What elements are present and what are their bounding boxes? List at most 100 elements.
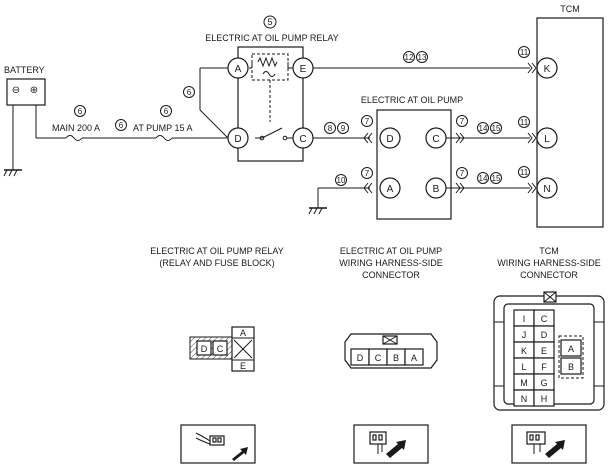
callout: 6 [115,119,127,131]
svg-text:C: C [299,134,306,145]
relay-body [237,46,304,162]
pump-connector-title: ELECTRIC AT OIL PUMP [340,246,442,256]
battery-positive-terminal: ⊕ [30,85,38,96]
pump-pin-a: A [379,177,401,199]
svg-text:7: 7 [365,169,370,178]
tcm-pin-n: N [536,177,558,199]
tcm-connector-pin-label: D [541,330,548,340]
callout: 5 [263,15,277,29]
svg-text:15: 15 [492,174,501,183]
battery-label: BATTERY [4,65,45,75]
callout: 9 [337,122,349,134]
pump-view-direction-icon [353,424,429,464]
svg-text:13: 13 [418,53,427,62]
callout: 7 [456,167,468,179]
relay-connector-pin-a: A [240,328,246,338]
svg-text:5: 5 [267,17,272,27]
callout: 12 [403,51,415,63]
svg-text:7: 7 [460,169,465,178]
svg-text:E: E [300,64,307,75]
callout: 14 [477,122,489,134]
svg-text:A: A [387,184,394,195]
pump-body [376,109,452,220]
svg-text:14: 14 [479,174,488,183]
svg-text:8: 8 [328,124,333,133]
callout: 10 [335,174,347,186]
callout: 13 [416,51,428,63]
svg-text:K: K [544,64,551,75]
relay-connector-pin-c: C [217,344,224,354]
tcm-pin-k: K [536,57,558,79]
callout: 11 [518,46,530,58]
svg-text:11: 11 [520,168,529,177]
svg-text:D: D [234,134,241,145]
pump-pin-d: D [379,127,401,149]
svg-text:12: 12 [405,53,414,62]
tcm-connector-pin-label: N [521,394,528,404]
relay: 5 ELECTRIC AT OIL PUMP RELAY A E D [205,15,339,162]
svg-text:6: 6 [187,88,192,97]
svg-text:6: 6 [78,107,83,116]
svg-text:C: C [432,134,439,145]
pump-connector-pin-c: C [375,353,382,363]
relay-pin-e: E [292,57,314,79]
pump-connector-pin-b: B [393,353,399,363]
pump-connector-pin-d: D [357,353,364,363]
tcm-connector-pin-label: H [541,394,548,404]
main-fuse-label: MAIN 200 A [52,123,100,133]
tcm-connector-pin-label: M [520,378,528,388]
callout: 6 [74,105,86,117]
callout: 11 [518,116,530,128]
tcm-connector-pin-label: K [521,346,527,356]
tcm-connector-subtitle: WIRING HARNESS-SIDE [497,258,601,268]
svg-text:15: 15 [492,124,501,133]
pump-connector-pin-a: A [411,353,417,363]
svg-text:10: 10 [337,176,346,185]
callout: 11 [518,166,530,178]
callout: 7 [361,167,373,179]
svg-text:L: L [544,134,550,145]
tcm-connector-pin-label: F [541,362,547,372]
relay-connector-subtitle: (RELAY AND FUSE BLOCK) [159,258,274,268]
callout: 15 [490,122,502,134]
battery-negative-terminal: ⊖ [12,85,20,96]
tcm-connector-title: TCM [539,246,559,256]
tcm-connector-pin-label: G [540,378,547,388]
pump-ground-icon [308,207,327,215]
pump-pin-c: C [425,127,447,149]
svg-text:7: 7 [365,117,370,126]
relay-pin-d: D [227,127,249,149]
battery-body [6,78,46,106]
callout: 14 [477,172,489,184]
tcm: TCM K L N [536,4,604,228]
svg-text:9: 9 [341,124,346,133]
svg-text:D: D [386,134,393,145]
main-fuse: MAIN 200 A [52,123,100,141]
relay-title: ELECTRIC AT OIL PUMP RELAY [205,33,339,43]
tcm-connector-pin-label: C [541,314,548,324]
tcm-connector-cell [533,389,555,407]
pump-fuse-label: AT PUMP 15 A [133,123,193,133]
relay-connector-pin-d: D [201,344,208,354]
relay-pin-c: C [292,127,314,149]
relay-connector-pin-e: E [240,361,246,371]
tcm-connector-pin-label: I [523,314,526,324]
tcm-connector-subtitle-2: CONNECTOR [520,270,578,280]
tcm-connector-pin-label: E [541,346,547,356]
svg-text:6: 6 [119,121,124,130]
svg-text:11: 11 [520,118,529,127]
callout: 15 [490,172,502,184]
svg-text:B: B [433,184,440,195]
svg-text:11: 11 [520,48,529,57]
callout: 6 [160,105,172,117]
pump-connector-subtitle: WIRING HARNESS-SIDE [339,258,443,268]
svg-text:7: 7 [460,117,465,126]
svg-text:N: N [543,184,550,195]
relay-connector-view: ELECTRIC AT OIL PUMP RELAY (RELAY AND FU… [150,246,284,372]
svg-text:6: 6 [164,107,169,116]
pump-pin-b: B [425,177,447,199]
relay-view-direction-icon [180,424,256,464]
